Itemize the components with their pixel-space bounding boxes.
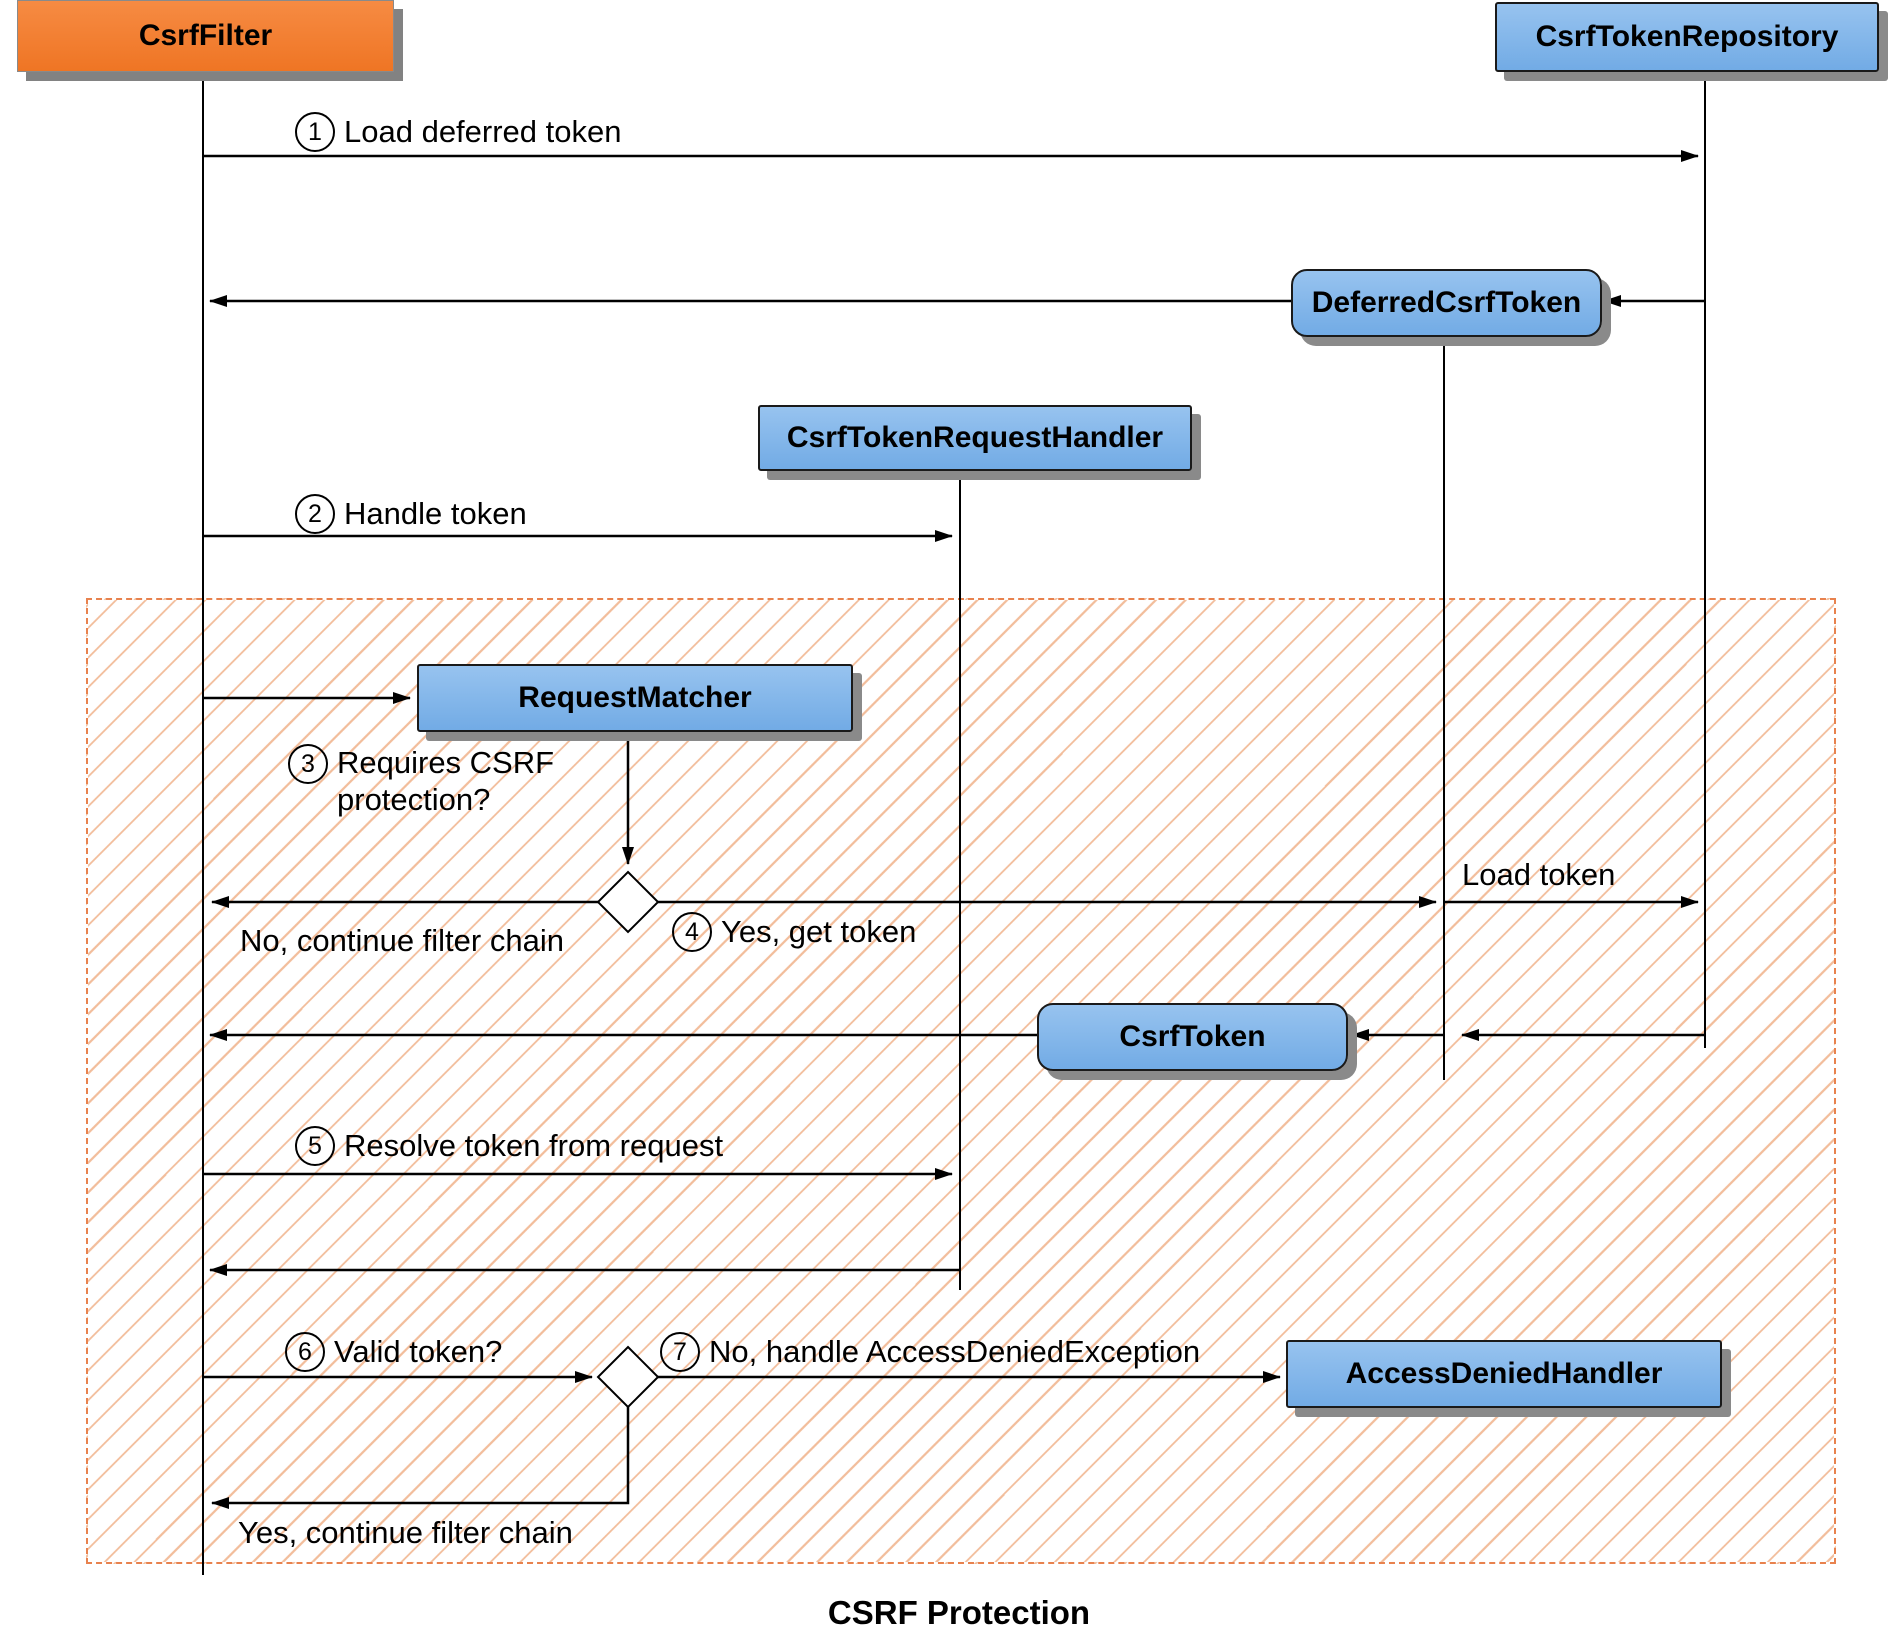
step-3-badge: 3	[288, 744, 328, 784]
label-requires-csrf-protection: 3 Requires CSRF protection?	[288, 744, 555, 818]
actor-csrftokenrepository-label: CsrfTokenRepository	[1535, 20, 1839, 53]
arrow-yes-continue-filter-chain	[211, 1407, 630, 1509]
step-5-badge: 5	[295, 1126, 335, 1166]
decision-requires-csrf-diamond	[596, 870, 660, 934]
label-yes-continue-filter-chain: Yes, continue filter chain	[238, 1515, 573, 1550]
step-6-badge: 6	[285, 1332, 325, 1372]
label-resolve-token: 5 Resolve token from request	[295, 1126, 723, 1166]
step-4-badge: 4	[672, 912, 712, 952]
actor-requestmatcher: RequestMatcher	[417, 664, 853, 732]
decision-valid-token-diamond	[596, 1345, 660, 1409]
actor-csrffilter: CsrfFilter	[17, 0, 394, 72]
label-yes-get-token: 4 Yes, get token	[672, 912, 916, 952]
label-load-token: Load token	[1462, 857, 1616, 892]
label-no-continue-filter-chain: No, continue filter chain	[240, 923, 564, 958]
actor-accessdeniedhandler: AccessDeniedHandler	[1286, 1340, 1722, 1408]
actor-csrffilter-label: CsrfFilter	[138, 19, 273, 52]
actor-accessdeniedhandler-label: AccessDeniedHandler	[1345, 1357, 1663, 1390]
object-deferredcsrftoken-label: DeferredCsrfToken	[1311, 286, 1582, 319]
actor-csrftokenrequesthandler: CsrfTokenRequestHandler	[758, 405, 1192, 471]
step-7-badge: 7	[660, 1332, 700, 1372]
label-no-handle-accessdenied: 7 No, handle AccessDeniedException	[660, 1332, 1200, 1372]
actor-csrftokenrepository: CsrfTokenRepository	[1495, 2, 1879, 72]
object-deferredcsrftoken: DeferredCsrfToken	[1291, 269, 1602, 337]
step-1-badge: 1	[295, 112, 335, 152]
step-2-badge: 2	[295, 494, 335, 534]
object-csrftoken-label: CsrfToken	[1119, 1020, 1266, 1053]
object-csrftoken: CsrfToken	[1037, 1003, 1348, 1071]
label-load-deferred-token: 1 Load deferred token	[295, 112, 622, 152]
label-valid-token: 6 Valid token?	[285, 1332, 502, 1372]
actor-csrftokenrequesthandler-label: CsrfTokenRequestHandler	[786, 421, 1164, 454]
actor-requestmatcher-label: RequestMatcher	[518, 681, 752, 714]
diagram-caption: CSRF Protection	[827, 1594, 1091, 1631]
label-handle-token: 2 Handle token	[295, 494, 527, 534]
